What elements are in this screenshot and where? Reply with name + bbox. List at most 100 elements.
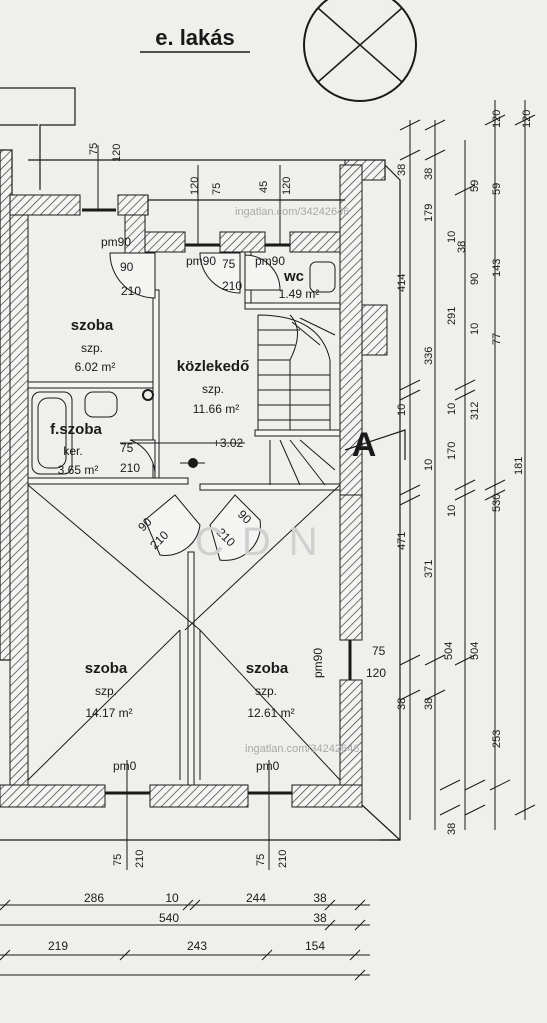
room-name: közlekedő (177, 358, 250, 375)
opening-label: 210 (222, 279, 242, 293)
opening-label: pm90 (186, 254, 216, 268)
dim-label: 10 (396, 404, 408, 416)
roof-outline (0, 159, 401, 841)
dim-label: 471 (396, 532, 408, 550)
room-type: szp. (95, 684, 117, 698)
dim-label: 75 (211, 183, 223, 195)
dim-label: 210 (277, 850, 289, 868)
dim-label: 38 (313, 911, 327, 925)
dim-label: 219 (48, 939, 68, 953)
dim-label: 244 (246, 891, 266, 905)
dim-label: 38 (423, 168, 435, 180)
room-name: szoba (71, 317, 114, 334)
right-dimension-chain (399, 100, 536, 830)
dim-label: 286 (84, 891, 104, 905)
opening-label: 75 (222, 257, 236, 271)
bottom-window-dims: 75 210 75 210 (112, 760, 289, 870)
dim-label: 312 (469, 402, 481, 420)
dim-label: 38 (446, 823, 458, 835)
site-watermark: ingatlan.com/34242646 (235, 206, 349, 218)
dim-label: 38 (456, 241, 468, 253)
room-kozlekedo: közlekedő szp. 11.66 m² (177, 358, 250, 416)
dim-label: 75 (112, 854, 124, 866)
plan-title: e. lakás (155, 25, 235, 50)
room-szoba-left: szoba szp. 14.17 m² (85, 660, 133, 720)
dim-label: 59 (469, 180, 481, 192)
dim-label: 75 (88, 143, 100, 155)
dim-label: 45 (258, 181, 270, 193)
dim-label: 10 (446, 505, 458, 517)
dim-label: 210 (134, 850, 146, 868)
section-letter: A (352, 426, 377, 464)
opening-label: pm90 (311, 648, 325, 678)
dim-label: 291 (446, 307, 458, 325)
dim-label: 371 (423, 560, 435, 578)
room-wc: wc 1.49 m² (279, 268, 320, 301)
dim-label: 243 (187, 939, 207, 953)
staircase (257, 314, 336, 486)
dim-label: 38 (313, 891, 327, 905)
room-name: szoba (85, 660, 128, 677)
dim-label: 540 (159, 911, 179, 925)
opening-label: pm90 (255, 254, 285, 268)
dim-label: 90 (469, 273, 481, 285)
dim-label: 181 (513, 457, 525, 475)
bottom-dimension-labels: 286 10 244 38 540 38 219 243 154 (48, 891, 327, 953)
dim-label: 143 (491, 259, 503, 277)
room-type: szp. (202, 382, 224, 396)
opening-label: 210 (120, 461, 140, 475)
floor-level-marker: +3.02 (120, 436, 245, 468)
room-area: 1.49 m² (279, 287, 320, 301)
dim-label: 38 (423, 698, 435, 710)
dim-label: 77 (491, 333, 503, 345)
dim-label: 504 (469, 642, 481, 660)
room-szoba-right: szoba szp. 12.61 m² (246, 660, 295, 720)
level-value: +3.02 (213, 436, 244, 450)
room-area: 14.17 m² (85, 706, 132, 720)
bottom-dimension-chain (0, 899, 370, 981)
opening-label: 210 (121, 284, 141, 298)
opening-label: 75 (372, 644, 386, 658)
dim-label: 10 (446, 403, 458, 415)
room-type: szp. (255, 684, 277, 698)
opening-label: pm0 (256, 759, 280, 773)
dim-label: 179 (423, 204, 435, 222)
dim-label: 120 (111, 144, 123, 162)
dim-label: 120 (281, 177, 293, 195)
room-name: f.szoba (50, 421, 102, 438)
dim-label: 10 (165, 891, 179, 905)
logo-watermark: CDN (195, 520, 336, 564)
exterior-walls (0, 159, 388, 808)
bathroom-fixtures (31, 261, 336, 475)
top-windows (82, 208, 290, 247)
room-area: 12.61 m² (247, 706, 294, 720)
opening-label: 120 (366, 666, 386, 680)
dim-label: 504 (443, 642, 455, 660)
top-window-dims: 75 120 120 75 45 120 (88, 143, 293, 245)
dim-label: 154 (305, 939, 325, 953)
dim-label: 38 (396, 164, 408, 176)
dim-label: 120 (189, 177, 201, 195)
room-name: wc (283, 268, 304, 285)
dim-label: 253 (491, 730, 503, 748)
section-marker: A (344, 426, 406, 464)
site-watermark: ingatlan.com/34242646 (245, 743, 359, 755)
dim-label: 75 (255, 854, 267, 866)
opening-label: pm90 (101, 235, 131, 249)
room-name: szoba (246, 660, 289, 677)
dim-label: 336 (423, 347, 435, 365)
roof-slope-lines (27, 484, 341, 781)
orientation-circle-icon (303, 0, 417, 102)
dim-label: 59 (491, 183, 503, 195)
opening-label: 90 (120, 260, 134, 274)
dim-label: 10 (423, 459, 435, 471)
watermarks: ingatlan.com/34242646 ingatlan.com/34242… (195, 206, 359, 755)
dim-label: 120 (491, 110, 503, 128)
dim-label: 530 (491, 494, 503, 512)
room-fszoba: f.szoba ker. 3.65 m² (50, 421, 102, 477)
room-area: 6.02 m² (75, 360, 116, 374)
dim-label: 120 (521, 110, 533, 128)
door-swings (109, 252, 281, 561)
opening-label: pm0 (113, 759, 137, 773)
